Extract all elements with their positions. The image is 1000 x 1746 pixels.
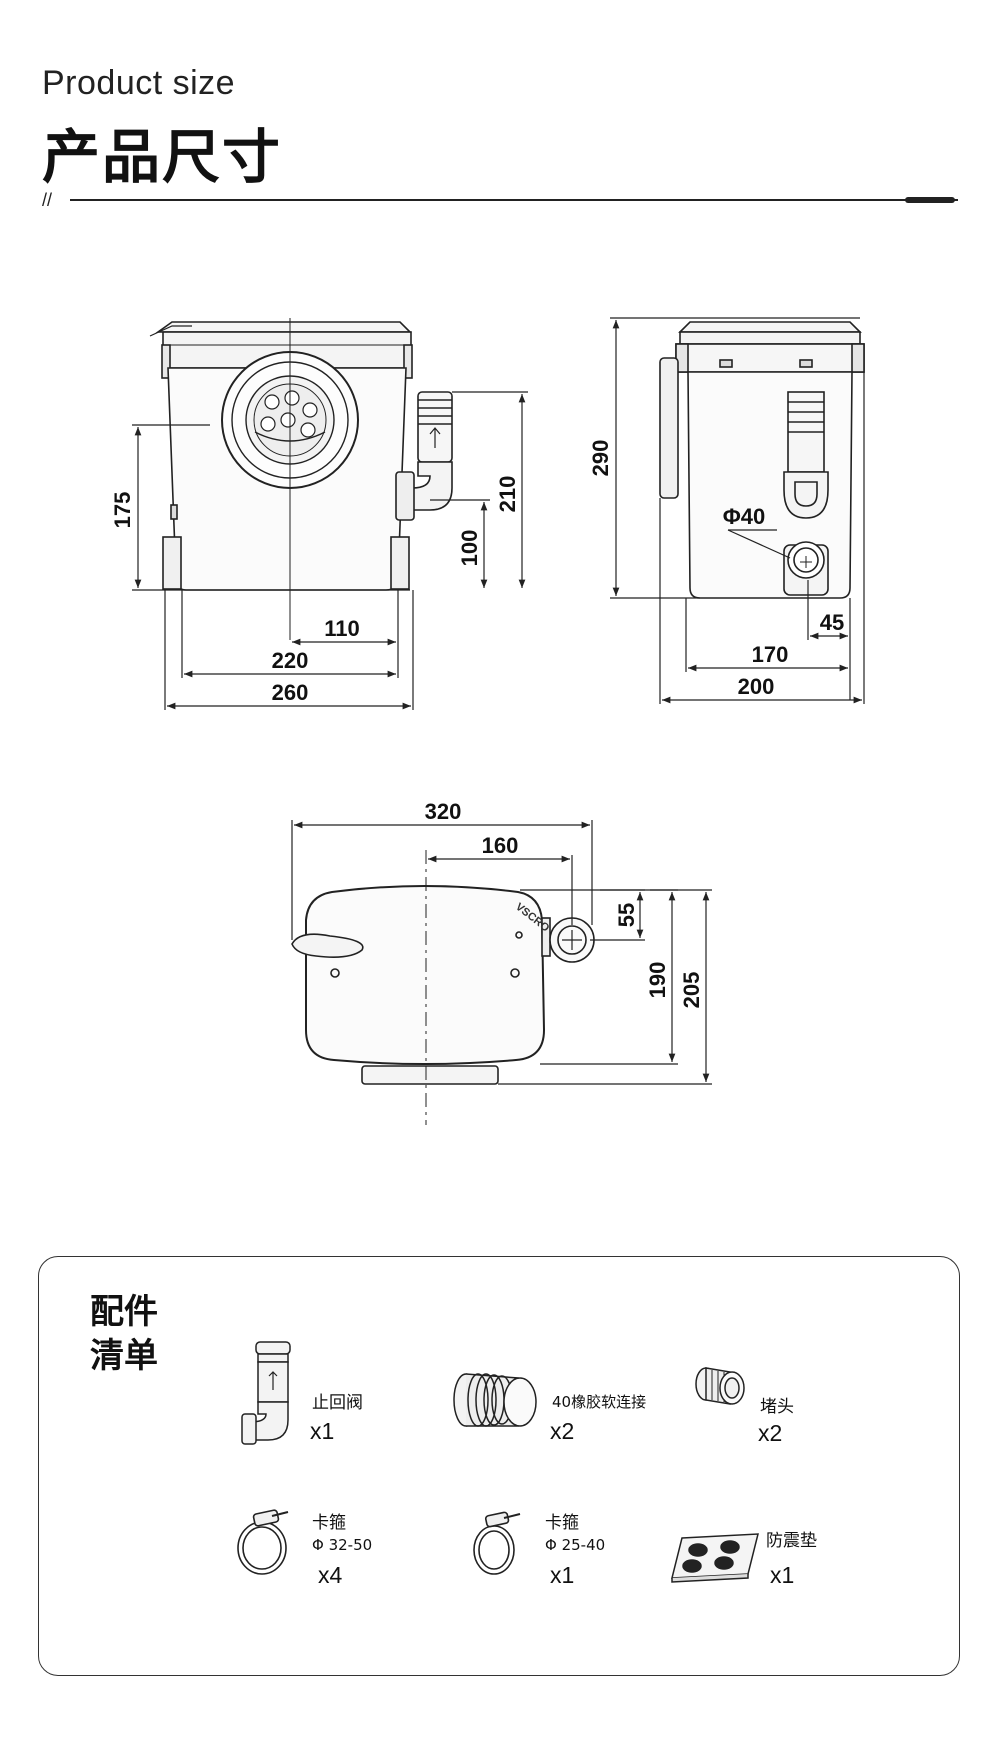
dim-205: 205 bbox=[679, 972, 704, 1009]
accessory-qty: x4 bbox=[318, 1562, 343, 1588]
hose-clamp-icon bbox=[473, 1511, 521, 1575]
accessory-qty: x1 bbox=[550, 1562, 575, 1588]
accessory-qty: x1 bbox=[770, 1562, 795, 1588]
front-view-labels: 175 210 100 110 220 260 bbox=[110, 476, 520, 705]
accessory-spec: Φ 25-40 bbox=[545, 1536, 606, 1554]
dim-190: 190 bbox=[645, 962, 670, 999]
top-view bbox=[291, 850, 595, 1125]
accessory-qty: x2 bbox=[550, 1418, 575, 1444]
title-divider bbox=[70, 199, 958, 201]
side-view-labels: 290 Φ40 45 170 200 bbox=[588, 440, 844, 699]
dim-45: 45 bbox=[820, 610, 844, 635]
side-view-dimensions bbox=[610, 317, 865, 704]
accessories-title: 配件清单 bbox=[90, 1292, 158, 1376]
accessory-name: 堵头 bbox=[760, 1397, 794, 1417]
dim-260: 260 bbox=[272, 680, 309, 705]
accessory-name: 40橡胶软连接 bbox=[552, 1393, 647, 1411]
dim-220: 220 bbox=[272, 648, 309, 673]
accessory-name: 卡箍 bbox=[545, 1513, 579, 1533]
accessory-name: 防震垫 bbox=[766, 1531, 817, 1551]
plug-icon bbox=[695, 1367, 745, 1405]
hose-clamp-icon bbox=[237, 1509, 289, 1575]
dim-110: 110 bbox=[324, 616, 360, 641]
top-view-labels: 320 160 55 190 205 bbox=[425, 799, 704, 1008]
dim-55: 55 bbox=[614, 903, 639, 927]
top-view-dimensions bbox=[291, 820, 712, 1085]
dim-290: 290 bbox=[588, 440, 613, 477]
accessory-qty: x2 bbox=[758, 1420, 783, 1446]
accessories-panel bbox=[38, 1256, 960, 1676]
side-view bbox=[659, 321, 865, 599]
page-title: 产品尺寸 bbox=[42, 123, 283, 191]
dim-170: 170 bbox=[752, 642, 789, 667]
accessory-spec: Φ 32-50 bbox=[312, 1536, 373, 1554]
dim-200: 200 bbox=[738, 674, 775, 699]
dimension-drawings: 175 210 100 110 220 260 bbox=[110, 317, 865, 1125]
title-slash: // bbox=[42, 190, 53, 210]
anti-vibration-pad-icon bbox=[671, 1533, 759, 1583]
accessory-name: 卡箍 bbox=[312, 1513, 346, 1533]
front-view-dimensions bbox=[132, 391, 528, 710]
front-view bbox=[149, 318, 453, 640]
title-english: Product size bbox=[42, 64, 236, 102]
dim-175: 175 bbox=[110, 492, 135, 529]
dim-320: 320 bbox=[425, 799, 462, 824]
dim-100: 100 bbox=[457, 530, 482, 567]
title-divider-accent bbox=[905, 197, 955, 203]
check-valve-icon bbox=[241, 1341, 291, 1445]
accessory-qty: x1 bbox=[310, 1418, 335, 1444]
accessory-name: 止回阀 bbox=[312, 1393, 363, 1413]
dim-210: 210 bbox=[495, 476, 520, 513]
rubber-connector-icon bbox=[453, 1373, 537, 1427]
dim-phi40: Φ40 bbox=[723, 504, 766, 529]
dim-160: 160 bbox=[482, 833, 519, 858]
